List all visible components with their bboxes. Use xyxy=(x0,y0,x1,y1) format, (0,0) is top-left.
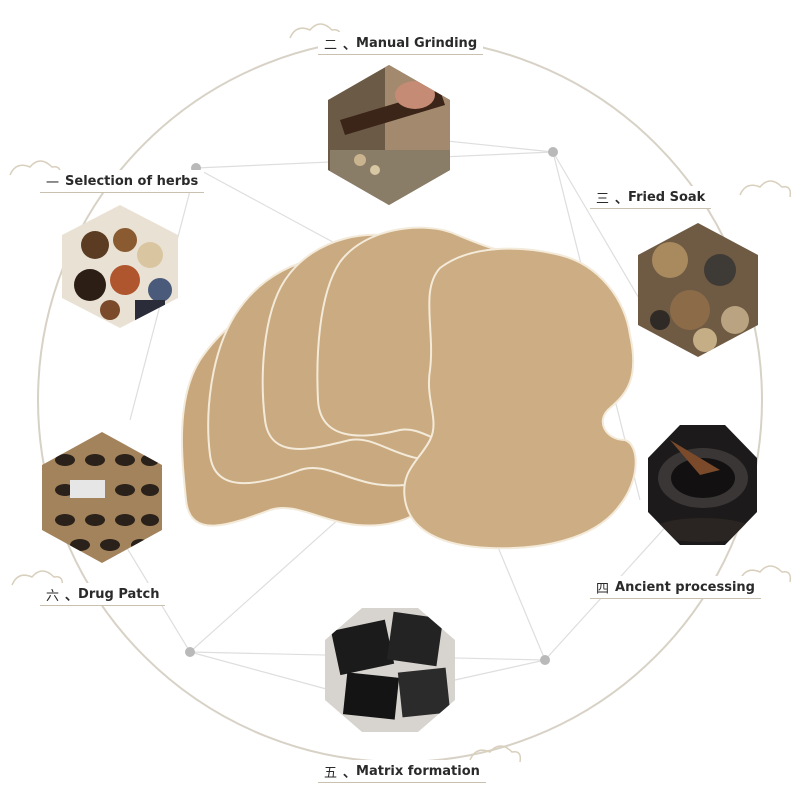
cloud-icon xyxy=(739,565,792,583)
matrix-formation-photo xyxy=(325,608,455,732)
cloud-icon xyxy=(739,180,792,198)
step-label-selection-of-herbs: 一 Selection of herbs xyxy=(40,170,205,193)
step-number: 二 xyxy=(324,37,338,53)
step-label-drug-patch: 六 、 Drug Patch xyxy=(40,583,166,606)
cloud-icon xyxy=(11,570,64,588)
step-number: 一 xyxy=(46,175,60,191)
herb-ingredients-photo xyxy=(62,205,178,328)
patch-5 xyxy=(403,247,637,550)
step-separator: 、 xyxy=(65,588,79,604)
cloud-ornaments xyxy=(9,23,792,763)
fried-soak-herbs-photo xyxy=(638,223,758,357)
step-number: 六 xyxy=(46,588,60,604)
step-number: 五 xyxy=(324,765,338,781)
step-label-manual-grinding: 二 、 Manual Grinding xyxy=(318,32,484,55)
ancient-processing-pot-photo xyxy=(648,425,757,545)
step-text: Ancient processing xyxy=(615,579,755,595)
drug-patch-mold-photo xyxy=(42,432,162,563)
step-number: 四 xyxy=(596,581,610,597)
step-text: Drug Patch xyxy=(78,586,160,602)
step-label-ancient-processing: 四 Ancient processing xyxy=(590,576,761,599)
step-separator: 、 xyxy=(343,37,357,53)
cloud-icon xyxy=(289,23,342,41)
step-separator: 、 xyxy=(615,191,629,207)
step-text: Fried Soak xyxy=(628,189,706,205)
step-label-fried-soak: 三 、 Fried Soak xyxy=(590,186,712,209)
step-number: 三 xyxy=(596,191,610,207)
step-text: Selection of herbs xyxy=(65,173,199,189)
cloud-icon xyxy=(9,160,62,178)
step-separator: 、 xyxy=(343,765,357,781)
hand-grinding-photo xyxy=(328,65,450,205)
cloud-icon xyxy=(469,745,522,763)
step-text: Matrix formation xyxy=(356,763,480,779)
patch-stack xyxy=(180,226,637,550)
step-label-matrix-formation: 五 、 Matrix formation xyxy=(318,760,486,783)
step-text: Manual Grinding xyxy=(356,35,478,51)
